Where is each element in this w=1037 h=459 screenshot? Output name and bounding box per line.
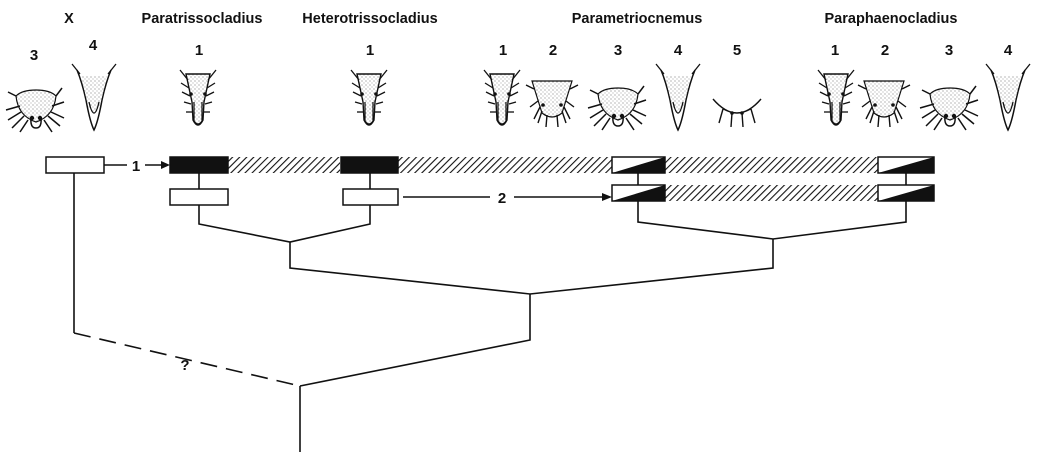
hypopygium-illustration-paratrissocladius-1 — [180, 70, 216, 125]
taxon-label-parametriocnemus: Parametriocnemus — [572, 11, 703, 27]
figure-number-x-4: 4 — [89, 37, 98, 54]
uncertain-link-label: ? — [180, 357, 189, 374]
hypopygium-illustration-paraphaenocladius-1 — [818, 70, 854, 125]
hatched-character-bar-2 — [665, 185, 878, 201]
hypopygium-illustration-paraphaenocladius-4 — [986, 64, 1030, 130]
taxon-label-heterotrissocladius: Heterotrissocladius — [302, 11, 437, 27]
figure-number-paratrissocladius-1: 1 — [195, 42, 203, 59]
derived-character-box-heterotrissocladius — [341, 157, 398, 173]
figure-number-parametriocnemus-4: 4 — [674, 42, 683, 59]
taxon-label-x: X — [64, 11, 74, 27]
hypopygium-illustration-parametriocnemus-5 — [713, 99, 761, 127]
figure-number-parametriocnemus-5: 5 — [733, 42, 741, 59]
hypopygium-illustration-x-3 — [6, 88, 64, 132]
taxon-label-paratrissocladius: Paratrissocladius — [142, 11, 263, 27]
hypopygium-illustration-parametriocnemus-3 — [588, 86, 646, 130]
hypopygium-illustration-paraphaenocladius-2 — [858, 81, 910, 127]
figure-number-paraphaenocladius-3: 3 — [945, 42, 953, 59]
hatched-character-bar-1c — [665, 157, 878, 173]
hypopygium-illustration-heterotrissocladius-1 — [351, 70, 387, 125]
split-character-box-parametriocnemus-lower — [612, 185, 665, 201]
hypopygium-illustration-parametriocnemus-1 — [484, 70, 520, 125]
arrow-2-label: 2 — [498, 190, 506, 207]
hatched-character-bar-1b — [398, 157, 612, 173]
hypopygium-illustration-parametriocnemus-2 — [526, 81, 578, 127]
figure-number-paraphaenocladius-2: 2 — [881, 42, 889, 59]
hypopygium-illustration-x-4 — [72, 64, 116, 130]
split-character-box-paraphaenocladius-upper — [878, 157, 934, 173]
plesiomorphic-box-paratrissocladius — [170, 189, 228, 205]
plesiomorphic-box-heterotrissocladius — [343, 189, 398, 205]
figure-number-heterotrissocladius-1: 1 — [366, 42, 374, 59]
arrow-1-head — [161, 161, 170, 169]
figure-number-paraphaenocladius-1: 1 — [831, 42, 839, 59]
figure-number-parametriocnemus-1: 1 — [499, 42, 507, 59]
figure-number-parametriocnemus-3: 3 — [614, 42, 622, 59]
figure-number-x-3: 3 — [30, 47, 38, 64]
derived-character-box-paratrissocladius — [170, 157, 228, 173]
arrow-2-head — [602, 193, 612, 201]
hypopygium-illustration-paraphaenocladius-3 — [920, 86, 978, 130]
arrow-1-label: 1 — [132, 158, 140, 175]
split-character-box-parametriocnemus-upper — [612, 157, 665, 173]
hypopygium-illustration-parametriocnemus-4 — [656, 64, 700, 130]
taxon-label-paraphaenocladius: Paraphaenocladius — [825, 11, 958, 27]
hatched-character-bar-1a — [228, 157, 340, 173]
split-character-box-paraphaenocladius-lower — [878, 185, 934, 201]
character-box-x — [46, 157, 104, 173]
figure-number-parametriocnemus-2: 2 — [549, 42, 557, 59]
cladogram — [74, 173, 906, 452]
figure-number-paraphaenocladius-4: 4 — [1004, 42, 1013, 59]
